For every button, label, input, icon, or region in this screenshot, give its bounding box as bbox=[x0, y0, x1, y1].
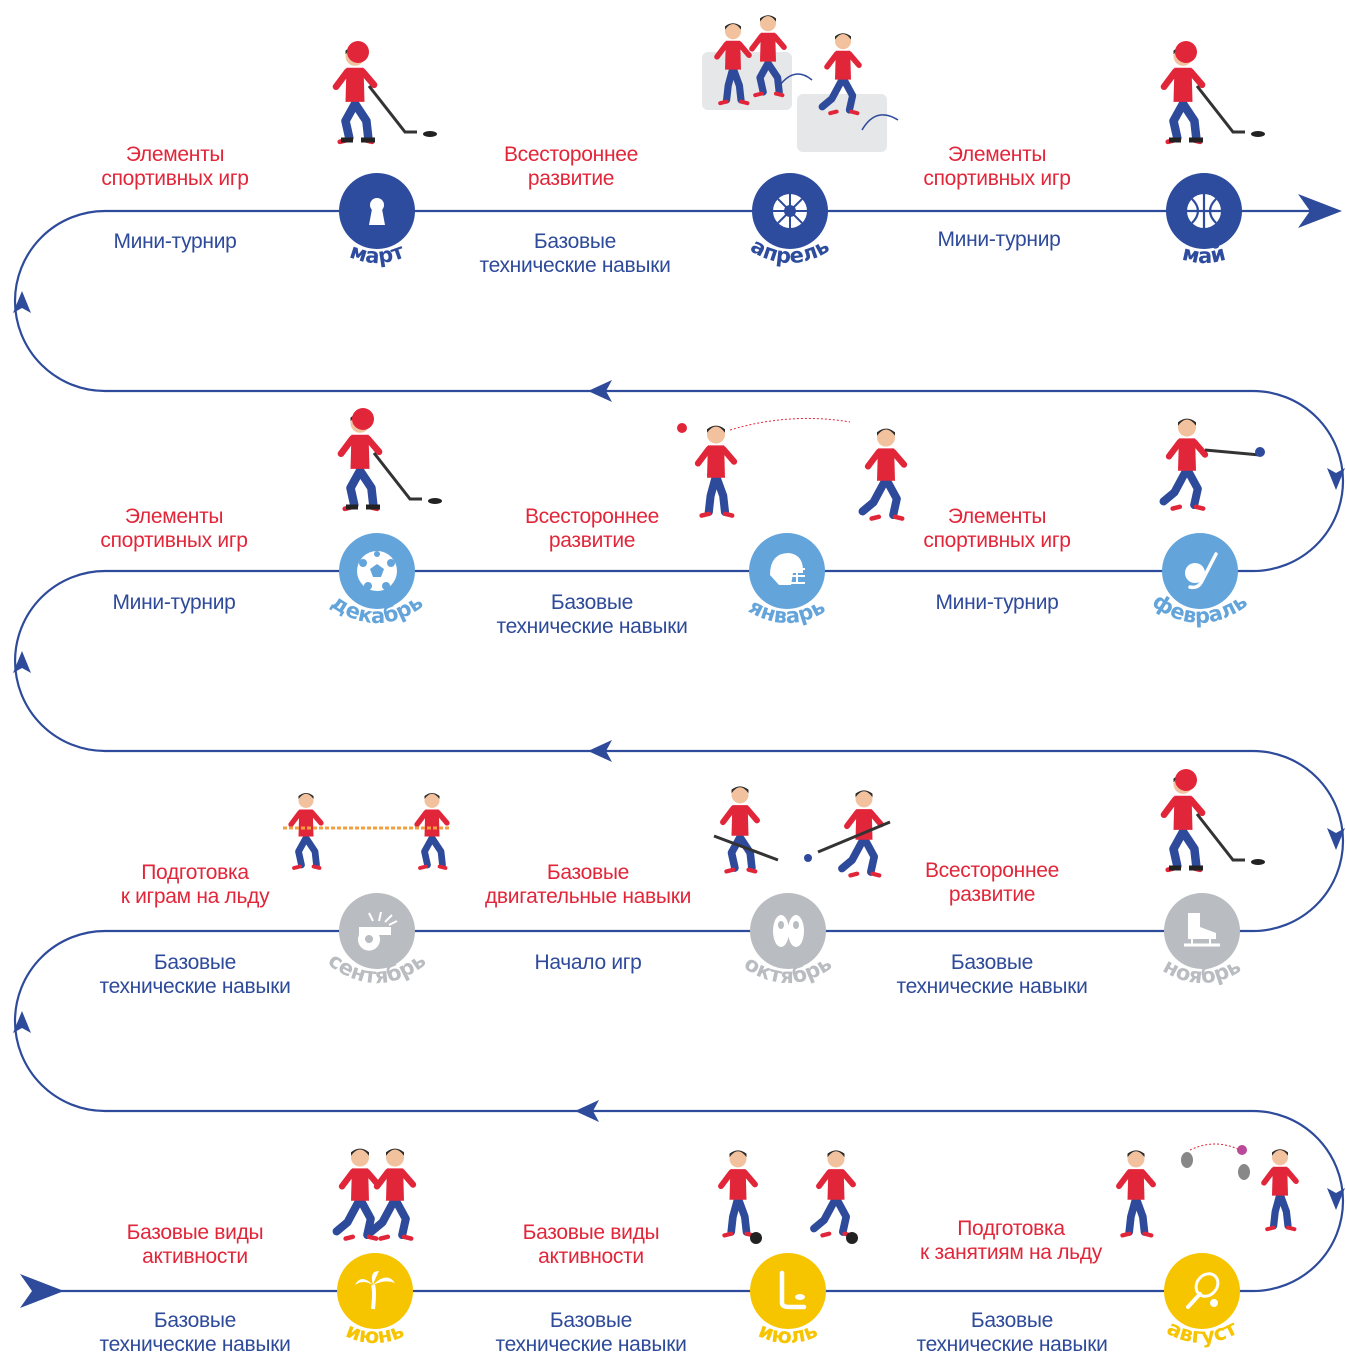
direction-arrow bbox=[13, 1011, 31, 1033]
badminton-kids-illustration bbox=[1116, 1143, 1299, 1238]
start-arrow bbox=[20, 1274, 64, 1308]
direction-arrow bbox=[588, 380, 612, 402]
tug-of-war-illustration bbox=[283, 793, 450, 870]
month-node: май bbox=[1166, 173, 1242, 268]
month-node: ноябрь bbox=[1159, 893, 1245, 988]
row1-a-bottom-label: Мини-турнир bbox=[113, 230, 237, 253]
handball-icon bbox=[773, 194, 807, 228]
month-circle bbox=[750, 1253, 826, 1329]
tennis-racket-icon bbox=[1186, 1272, 1220, 1309]
whistle-icon bbox=[358, 911, 398, 951]
direction-arrow bbox=[1327, 468, 1345, 490]
floorball-illustration bbox=[713, 786, 891, 878]
direction-arrow bbox=[575, 1100, 599, 1122]
hockey-player-illustration bbox=[1160, 41, 1265, 145]
running-kids-illustration bbox=[332, 1148, 417, 1241]
timeline-segment-4 bbox=[40, 1109, 1345, 1293]
timeline-segment-3 bbox=[13, 749, 1345, 1113]
direction-arrow bbox=[1327, 1188, 1345, 1210]
bandy-player-illustration bbox=[1159, 418, 1265, 511]
basketball-icon bbox=[1187, 194, 1221, 228]
direction-arrow bbox=[1327, 828, 1345, 850]
month-node: март bbox=[339, 173, 415, 268]
end-arrow bbox=[1298, 194, 1342, 228]
month-node: октябрь bbox=[740, 893, 836, 988]
direction-arrow bbox=[13, 651, 31, 673]
row1-c-bottom-label: Мини-турнир bbox=[937, 228, 1061, 251]
palm-tree-icon bbox=[355, 1271, 395, 1310]
row2-a-bottom-label: Мини-турнир bbox=[112, 591, 236, 614]
hockey-player-illustration bbox=[1160, 769, 1265, 873]
month-node: апрель bbox=[747, 173, 833, 268]
month-label: май bbox=[1180, 241, 1228, 268]
month-node: август bbox=[1163, 1253, 1241, 1348]
hockey-player-illustration bbox=[337, 408, 442, 512]
month-node: июль bbox=[750, 1253, 826, 1349]
jumping-kids-illustration bbox=[702, 15, 899, 152]
month-node: сентябрь bbox=[324, 893, 430, 988]
month-circle bbox=[1164, 1253, 1240, 1329]
row2-c-bottom-label: Мини-турнир bbox=[935, 591, 1059, 614]
sneakers-icon bbox=[773, 915, 804, 947]
direction-arrow bbox=[13, 291, 31, 313]
row3-b-bottom-label: Начало игр bbox=[534, 951, 642, 974]
helmet-icon bbox=[770, 553, 805, 585]
football-kids-illustration bbox=[718, 1150, 858, 1244]
direction-arrow bbox=[588, 740, 612, 762]
timeline-segment-1 bbox=[13, 209, 1318, 393]
month-node: февраль bbox=[1148, 533, 1252, 628]
ball-throw-illustration bbox=[677, 417, 908, 521]
month-node: январь bbox=[745, 533, 829, 628]
hockey-player-illustration bbox=[332, 41, 437, 145]
timeline-segment-2 bbox=[13, 389, 1345, 753]
soccer-ball-icon bbox=[357, 551, 397, 591]
month-node: июнь bbox=[337, 1253, 413, 1349]
keyhole-icon bbox=[369, 198, 385, 225]
bandy-ball-icon bbox=[1185, 552, 1218, 590]
hockey-stick-icon bbox=[779, 1270, 807, 1310]
skate-icon bbox=[1184, 913, 1220, 947]
month-node: декабрь bbox=[327, 533, 427, 628]
